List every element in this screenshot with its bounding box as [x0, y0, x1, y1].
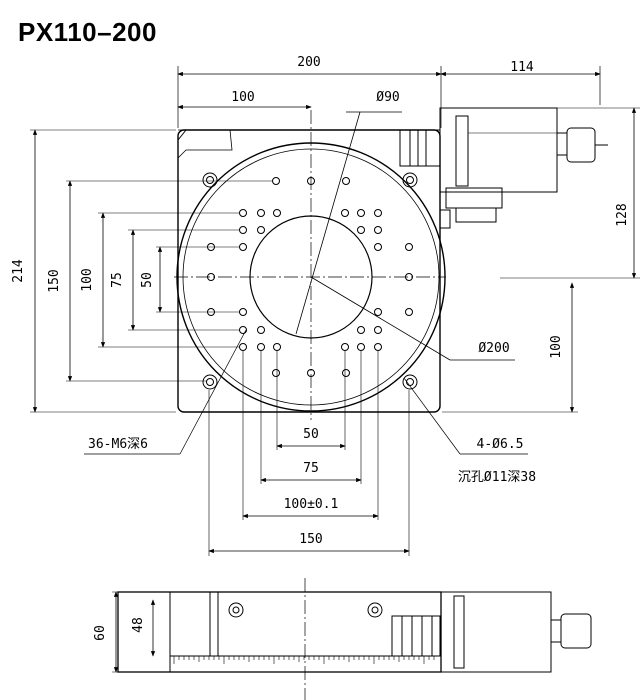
dim-half-width: 100	[231, 90, 254, 105]
dim-bottom-75: 75	[303, 461, 319, 476]
dim-bottom-150: 150	[299, 532, 322, 547]
base-plate	[177, 129, 441, 413]
dim-overall-depth: 214	[11, 259, 26, 283]
dim-side-height: 60	[93, 625, 108, 641]
dim-outer-pattern: 150	[47, 269, 62, 292]
dim-bottom-50: 50	[303, 427, 319, 442]
dim-overall-width: 200	[297, 55, 320, 70]
dim-inner-pattern: 75	[110, 272, 125, 288]
dimension-labels: 200 114 100 Ø90 214 150 100 75 50 128 10…	[11, 55, 630, 547]
motor-assembly	[399, 107, 608, 229]
dim-motor-extension: 114	[510, 60, 534, 75]
scale-ruler	[173, 656, 435, 664]
dim-bottom-100: 100±0.1	[284, 497, 339, 512]
dim-mid-pattern: 100	[80, 268, 95, 291]
dim-table-diameter: Ø200	[478, 341, 509, 356]
page-title: PX110–200	[18, 17, 157, 47]
dim-bore-diameter: Ø90	[376, 90, 399, 105]
dim-motor-height: 128	[615, 203, 630, 226]
dim-center-to-edge: 100	[549, 335, 564, 358]
side-view	[112, 578, 592, 700]
dim-side-table-height: 48	[131, 617, 146, 633]
callout-mount-holes: 4-Ø6.5	[477, 437, 524, 452]
callout-counterbore: 沉孔Ø11深38	[458, 470, 536, 485]
mount-holes	[202, 172, 418, 390]
top-view	[30, 66, 640, 556]
callout-tapped-holes: 36-M6深6	[88, 437, 148, 452]
dim-min-pattern: 50	[140, 272, 155, 288]
